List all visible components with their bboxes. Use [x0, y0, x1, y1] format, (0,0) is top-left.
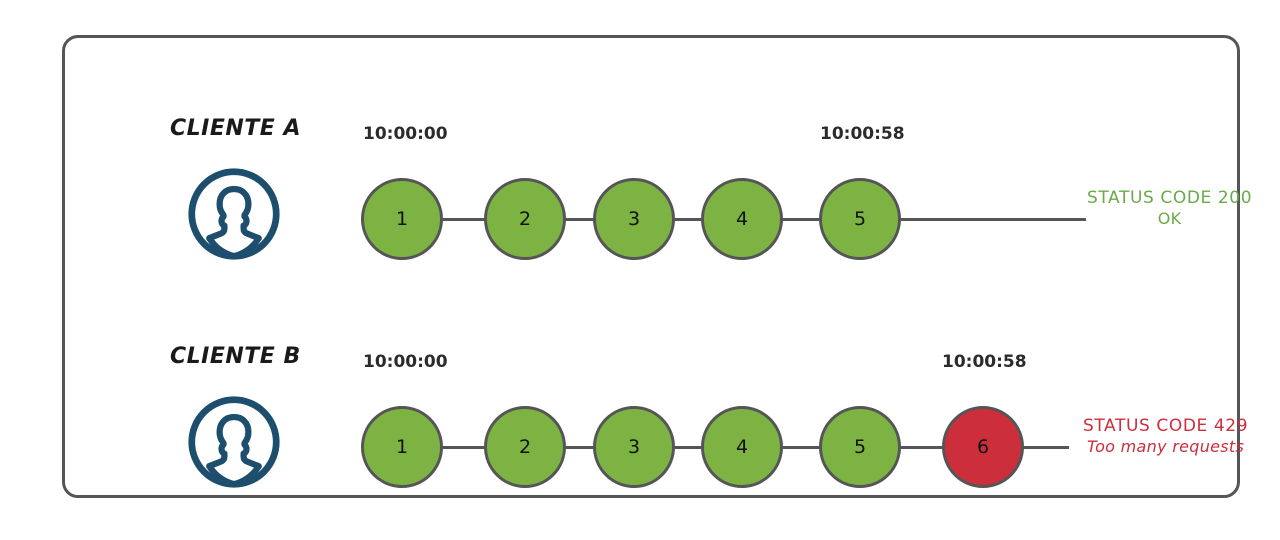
request-node[interactable]: 3 — [593, 178, 675, 260]
row-b-status: STATUS CODE 429 Too many requests — [1083, 416, 1248, 457]
status-message-line: Too many requests — [1086, 437, 1245, 457]
request-node[interactable]: 4 — [701, 178, 783, 260]
connector — [559, 446, 601, 449]
request-node[interactable]: 4 — [701, 406, 783, 488]
row-a-end-time: 10:00:58 — [820, 124, 905, 144]
status-code-line: STATUS CODE 200 — [1087, 188, 1253, 208]
request-node-rejected[interactable]: 6 — [942, 406, 1024, 488]
request-node[interactable]: 3 — [593, 406, 675, 488]
connector — [439, 446, 489, 449]
connector — [776, 218, 822, 221]
request-node[interactable]: 5 — [819, 406, 901, 488]
request-node[interactable]: 5 — [819, 178, 901, 260]
request-node[interactable]: 2 — [484, 178, 566, 260]
row-a-status: STATUS CODE 200 OK — [1087, 188, 1252, 229]
client-a-label: CLIENTE A — [170, 116, 302, 141]
connector — [669, 446, 709, 449]
client-b-label: CLIENTE B — [170, 344, 301, 369]
connector — [439, 218, 489, 221]
user-avatar-icon — [186, 394, 282, 490]
diagram-frame: CLIENTE A 10:00:00 10:00:58 1 2 3 4 5 ST… — [62, 35, 1252, 498]
row-a-start-time: 10:00:00 — [363, 124, 448, 144]
connector — [669, 218, 709, 221]
status-code-line: STATUS CODE 429 — [1083, 416, 1249, 436]
row-b-start-time: 10:00:00 — [363, 352, 448, 372]
status-message-line: OK — [1157, 209, 1182, 229]
connector-to-status — [1017, 446, 1069, 449]
row-b-end-time: 10:00:58 — [942, 352, 1027, 372]
connector — [559, 218, 601, 221]
connector — [776, 446, 822, 449]
request-node[interactable]: 2 — [484, 406, 566, 488]
request-node[interactable]: 1 — [361, 406, 443, 488]
request-node[interactable]: 1 — [361, 178, 443, 260]
user-avatar-icon — [186, 166, 282, 262]
connector — [894, 446, 946, 449]
connector-to-status — [886, 218, 1086, 221]
